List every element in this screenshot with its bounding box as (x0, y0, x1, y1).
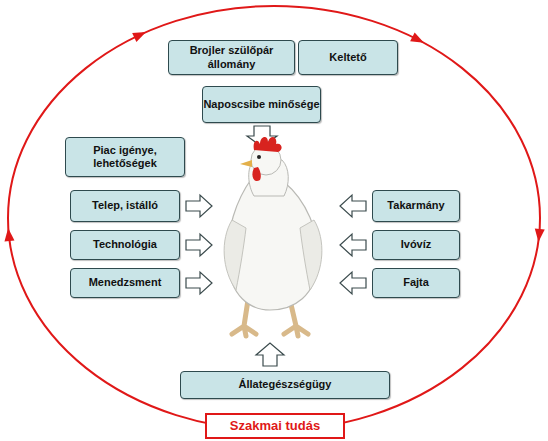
box-text: Keltető (329, 51, 366, 64)
cycle-arrowhead (132, 28, 148, 43)
factor-box: Naposcsibe minősége (202, 86, 321, 123)
box-text: Ivóvíz (401, 238, 432, 251)
left-arrow (340, 234, 366, 256)
factor-box: Állategészségügy (180, 371, 390, 399)
up-arrow (256, 343, 284, 366)
block-arrows (186, 126, 366, 366)
cycle-arrowhead (3, 227, 14, 241)
right-arrow (186, 272, 212, 294)
factor-box: Telep, istálló (70, 190, 180, 222)
box-text: Takarmány (387, 199, 444, 212)
factor-box: Brojler szülőpár állomány (168, 40, 295, 75)
box-text: Piac igénye, lehetőségek (66, 144, 184, 170)
cycle-ellipse (8, 6, 540, 430)
factor-box: Keltető (298, 40, 398, 75)
right-arrow (186, 234, 212, 256)
box-text: Naposcsibe minősége (203, 98, 319, 111)
box-text: Telep, istálló (92, 199, 158, 212)
box-text: Menedzsment (89, 276, 162, 289)
cycle-arrowhead (533, 228, 544, 242)
factor-box: Menedzsment (70, 268, 180, 298)
left-arrow (340, 272, 366, 294)
factor-box: Fajta (372, 268, 460, 298)
factor-box: Piac igénye, lehetőségek (65, 137, 185, 177)
box-text: Állategészségügy (239, 378, 332, 391)
chicken-illustration (224, 137, 322, 336)
box-text: Technológia (93, 238, 157, 251)
knowledge-box: Szakmai tudás (205, 413, 345, 439)
left-arrow (340, 195, 366, 217)
factor-box: Technológia (70, 230, 180, 260)
factor-box: Takarmány (372, 190, 460, 222)
box-text: Fajta (403, 276, 429, 289)
factor-box: Ivóvíz (372, 230, 460, 260)
box-text: Szakmai tudás (230, 418, 320, 434)
box-text: Brojler szülőpár állomány (169, 44, 294, 70)
cycle-arrowhead (410, 32, 426, 47)
right-arrow (186, 195, 212, 217)
